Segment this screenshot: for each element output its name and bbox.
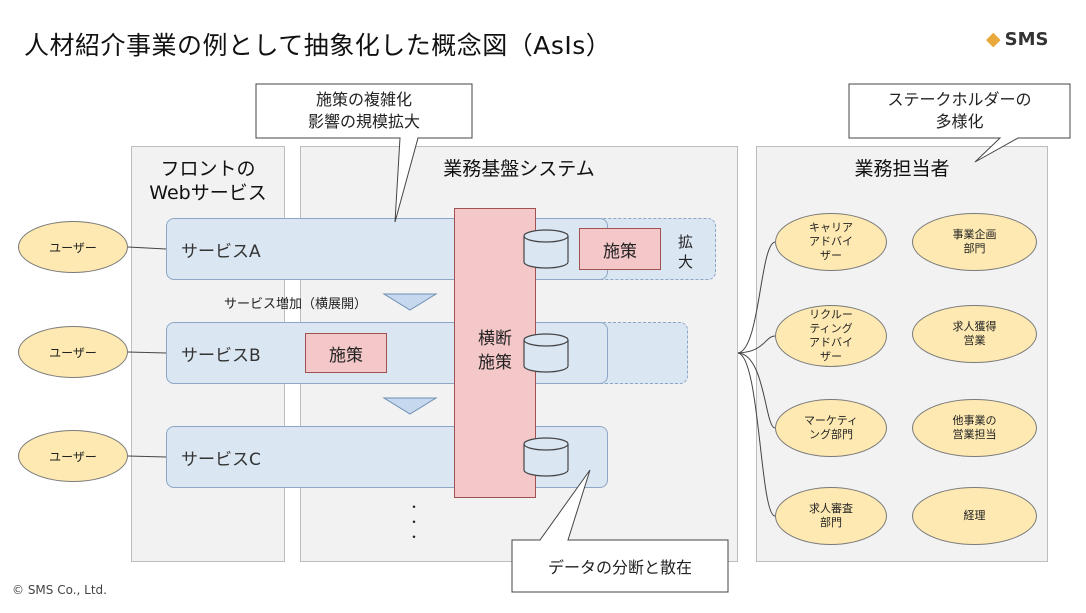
copyright: © SMS Co., Ltd.	[12, 583, 107, 597]
diamond-logo-icon: ◆	[986, 28, 1001, 50]
database-icon-b	[523, 333, 569, 373]
callout-stakeholders-text: ステークホルダーの 多様化	[887, 90, 1032, 131]
continuation-dots: ・ ・ ・	[408, 500, 421, 544]
role-job-screening: 求人審査 部門	[775, 487, 887, 545]
callout-complexity-box	[255, 83, 473, 223]
cross-measure-label: 横断 施策	[478, 329, 512, 373]
page-title: 人材紹介事業の例として抽象化した概念図（AsIs）	[24, 31, 612, 60]
database-icon-a	[523, 229, 569, 269]
service-b-label: サービスB	[181, 345, 261, 366]
role-career-advisor: キャリア アドバイ ザー	[775, 213, 887, 271]
front-panel-title: フロントの Webサービス	[149, 158, 267, 204]
cross-cutting-measure: 横断 施策	[454, 208, 536, 498]
sms-logo: ◆ SMS	[986, 28, 1048, 50]
database-icon-c	[523, 437, 569, 477]
callout-data-box	[511, 469, 729, 593]
user-3: ユーザー	[18, 430, 128, 482]
system-panel-title: 業務基盤システム	[443, 158, 595, 180]
user-3-connector	[127, 455, 167, 458]
service-increase-arrow-1	[382, 293, 438, 311]
user-2-connector	[127, 351, 167, 354]
staff-panel-title: 業務担当者	[854, 158, 950, 180]
logo-text: SMS	[1004, 28, 1049, 50]
service-c-label: サービスC	[181, 449, 261, 470]
measure-b: 施策	[305, 333, 387, 373]
role-other-business-sales: 他事業の 営業担当	[912, 399, 1037, 457]
role-accounting: 経理	[912, 487, 1037, 545]
service-increase-arrow-2	[382, 397, 438, 415]
role-marketing: マーケティ ング部門	[775, 399, 887, 457]
measure-a: 施策	[579, 228, 661, 270]
user-1: ユーザー	[18, 221, 128, 273]
service-increase-label: サービス増加（横展開）	[224, 297, 368, 312]
user-1-connector	[127, 246, 167, 250]
role-recruiting-advisor: リクルー ティング アドバイ ザー	[775, 305, 887, 367]
callout-data-text: データの分断と散在	[547, 558, 692, 577]
role-job-acquisition-sales: 求人獲得 営業	[912, 305, 1037, 363]
callout-complexity-text: 施策の複雑化 影響の規模拡大	[307, 90, 420, 131]
role-business-planning: 事業企画 部門	[912, 213, 1037, 271]
service-a-label: サービスA	[181, 241, 261, 262]
user-2: ユーザー	[18, 326, 128, 378]
callout-stakeholders-box	[848, 83, 1071, 163]
expand-label: 拡 大	[678, 233, 694, 271]
stakeholder-brace	[737, 241, 776, 517]
